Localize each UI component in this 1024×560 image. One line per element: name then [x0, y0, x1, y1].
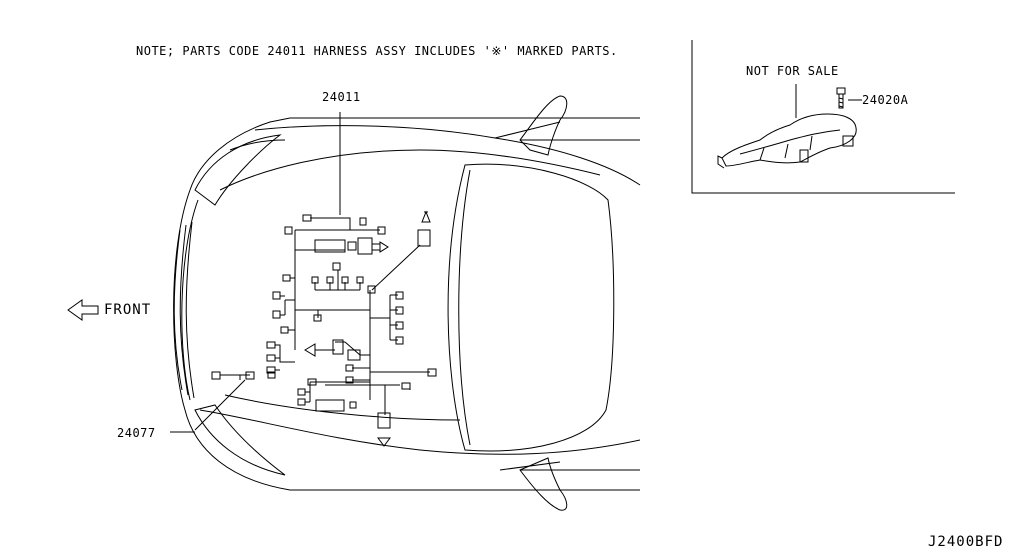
front-label: FRONT	[104, 302, 152, 318]
part-label-24020a: 24020A	[862, 93, 909, 107]
harness-24077-part-drawing	[717, 113, 857, 169]
leader-lines	[170, 84, 862, 433]
front-arrow-icon	[67, 299, 99, 321]
part-label-24077: 24077	[117, 426, 156, 440]
not-for-sale-label: NOT FOR SALE	[746, 64, 839, 78]
inset-border	[691, 40, 955, 194]
part-label-24011: 24011	[322, 90, 361, 104]
diagram-code: J2400BFD	[928, 534, 1004, 550]
harness-note: NOTE; PARTS CODE 24011 HARNESS ASSY INCL…	[136, 44, 618, 58]
bolt-24020a-icon	[836, 87, 846, 109]
harness-24011-wiring	[194, 112, 437, 447]
car-body-outline	[173, 95, 641, 511]
